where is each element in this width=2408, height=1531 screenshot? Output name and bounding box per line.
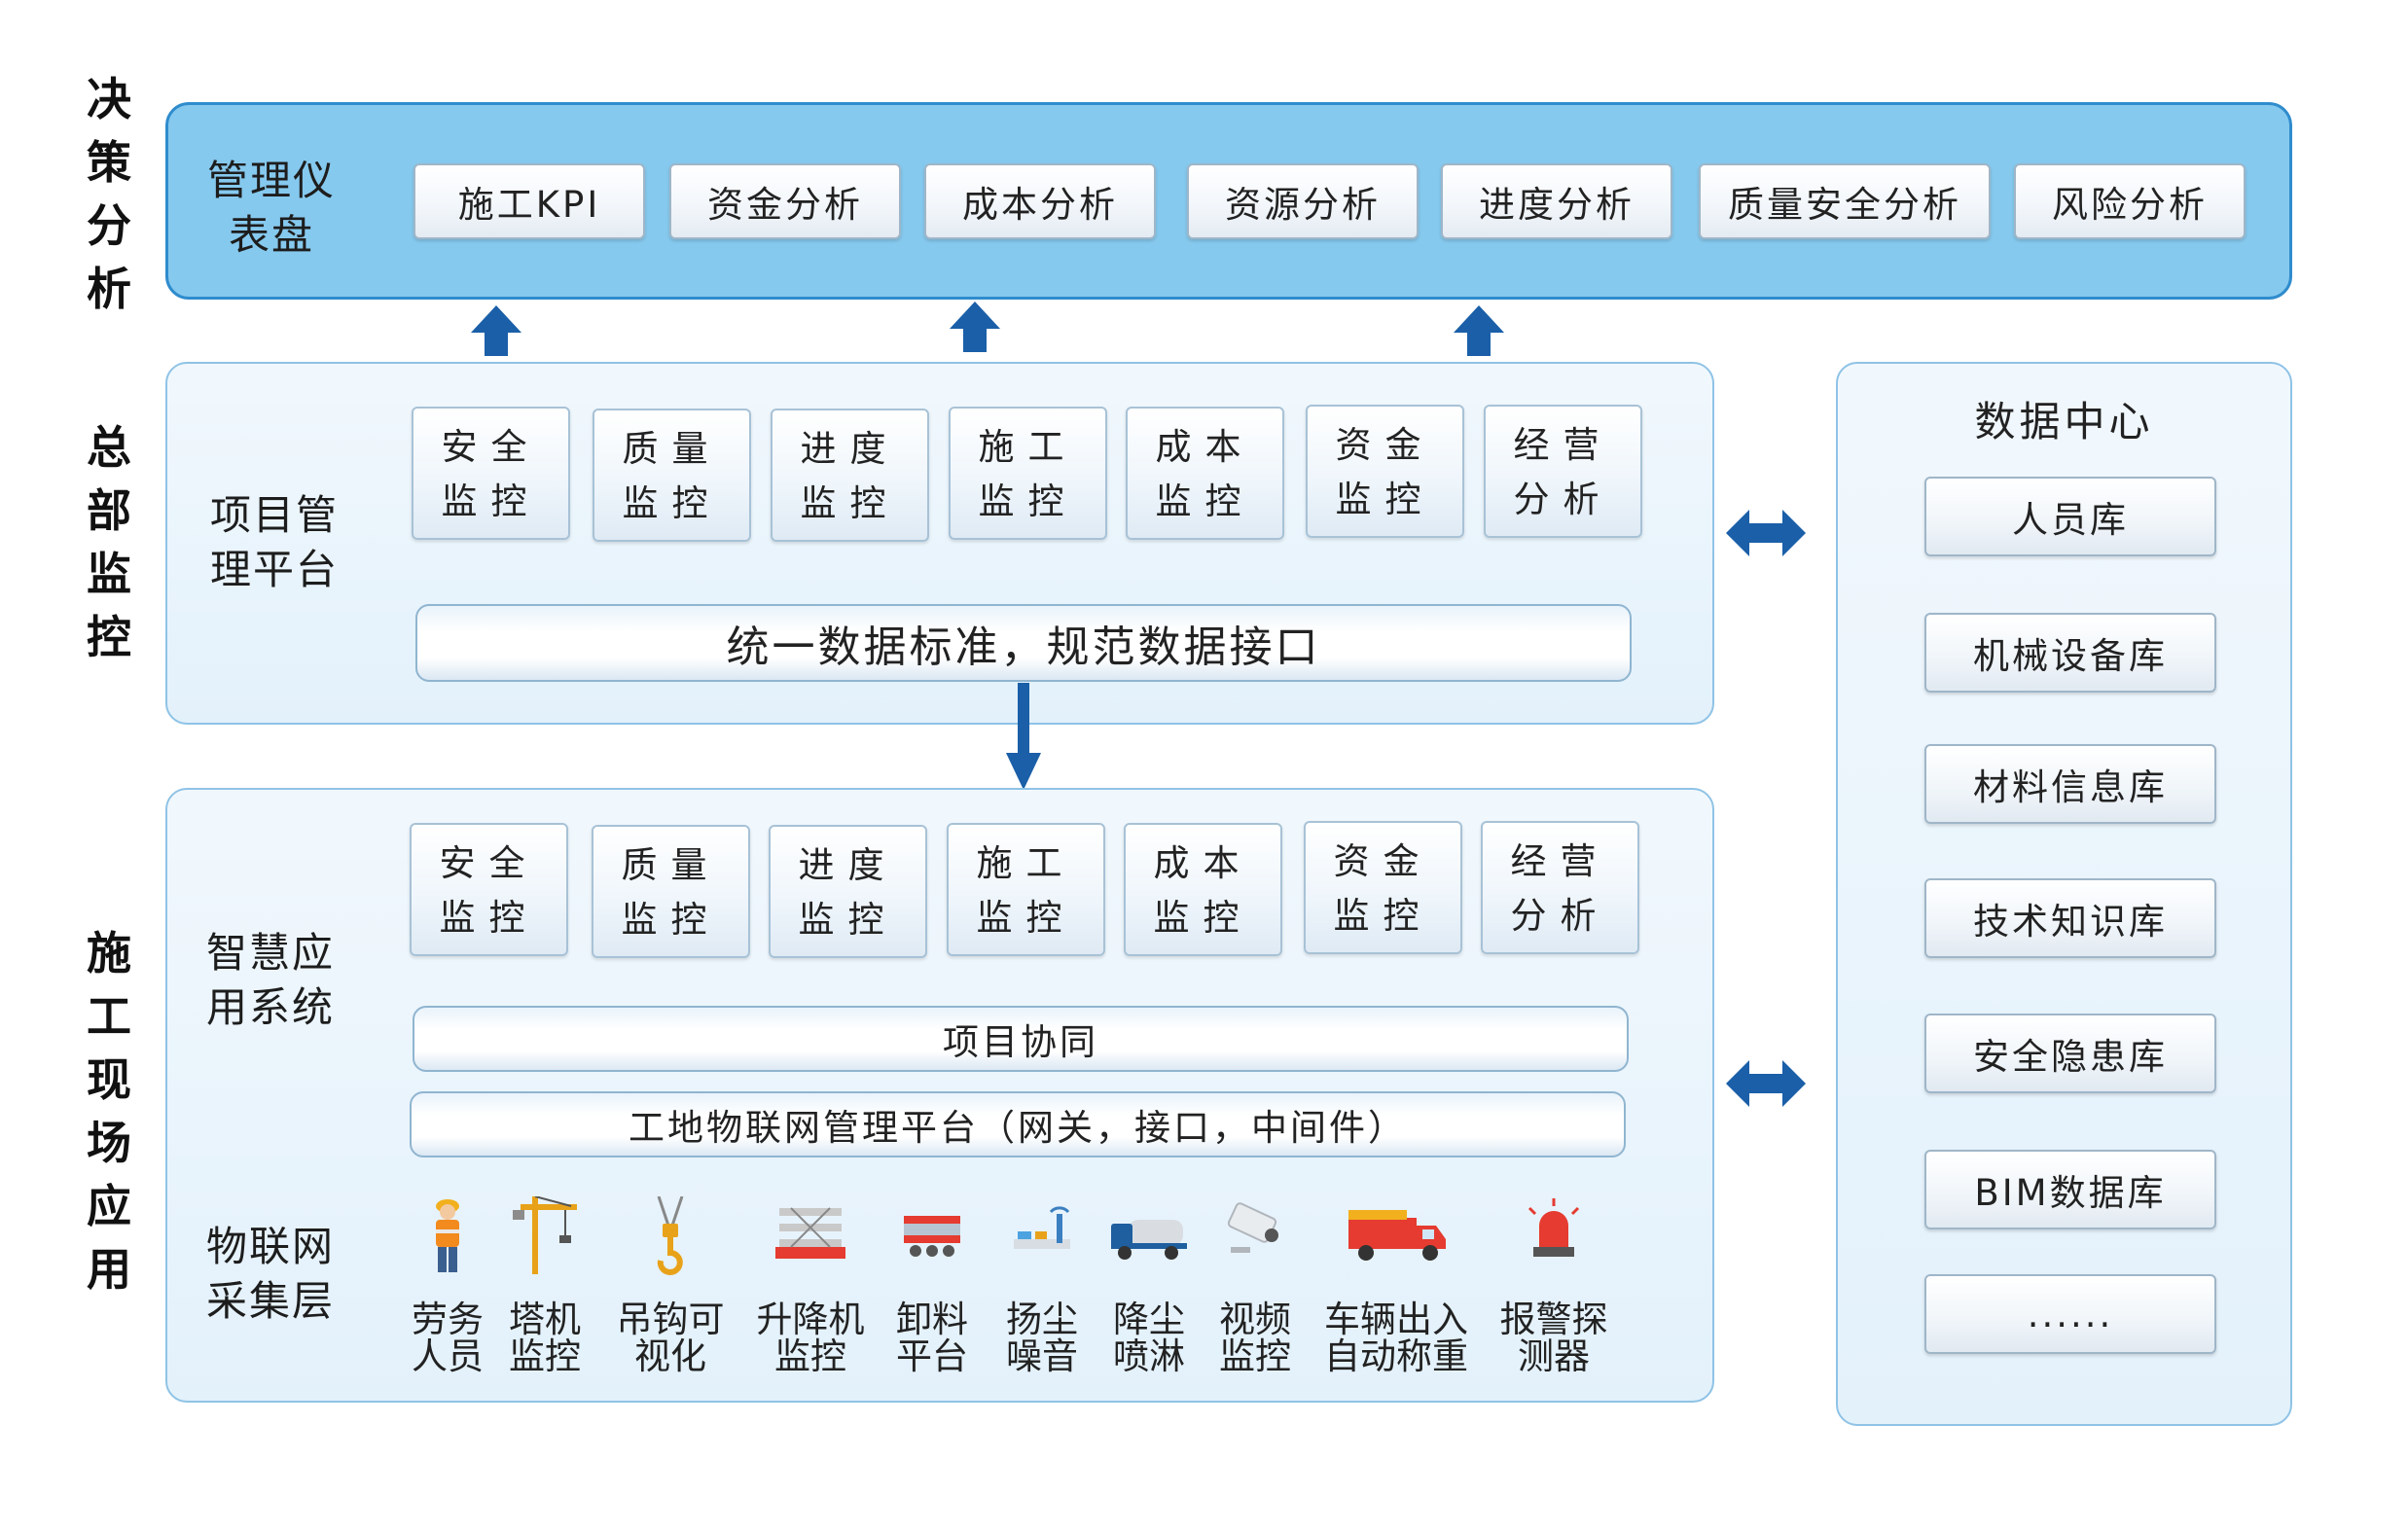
fund-analysis-button[interactable]: 资金分析 [669,163,901,239]
truck-icon [1348,1210,1446,1261]
progress-analysis-button[interactable]: 进度分析 [1441,163,1672,239]
db-materials[interactable]: 材料信息库 [1924,744,2216,824]
iot-item-label: 扬尘 噪音 [1006,1299,1078,1377]
hq-tile-fund[interactable]: 资金 监控 [1306,405,1464,538]
iot-layer-title: 物联网 采集层 [206,1223,336,1325]
iot-item-label: 视频 监控 [1219,1299,1291,1377]
iot-item-label: 车辆出入 自动称重 [1324,1299,1468,1377]
alarm-light-icon [1527,1198,1580,1257]
decision-panel: 管理仪 表盘 施工KPI 资金分析 成本分析 资源分析 进度分析 质量安全分析 … [165,102,2292,300]
site-tile-construction[interactable]: 施工 监控 [947,823,1105,956]
iot-item-dust[interactable]: 扬尘 噪音 [984,1196,1100,1375]
iot-item-label: 卸料 平台 [896,1299,968,1377]
db-safety-hazard[interactable]: 安全隐患库 [1924,1014,2216,1093]
iot-item-label: 吊钩可 视化 [616,1299,725,1377]
site-tile-fund[interactable]: 资金 监控 [1304,821,1462,954]
site-panel: 智慧应 用系统 安全 监控 质量 监控 进度 监控 施工 监控 成本 监控 资金… [165,788,1714,1403]
bidirectional-arrow-icon [1726,510,1806,556]
iot-item-label: 升降机 监控 [756,1299,865,1377]
unloading-platform-icon [904,1216,960,1257]
kpi-button[interactable]: 施工KPI [413,163,645,239]
side-label-decision: 决 策 分 析 [87,73,131,315]
hq-tile-safety[interactable]: 安全 监控 [412,407,570,540]
decision-panel-title: 管理仪 表盘 [207,157,337,259]
tower-crane-icon [513,1196,577,1274]
db-personnel[interactable]: 人员库 [1924,477,2216,556]
iot-item-worker[interactable]: 劳务 人员 [389,1196,506,1375]
iot-item-label: 塔机 监控 [509,1299,581,1377]
db-machinery[interactable]: 机械设备库 [1924,613,2216,693]
iot-platform-bar: 工地物联网管理平台（网关，接口，中间件） [410,1091,1626,1157]
site-tile-safety[interactable]: 安全 监控 [410,823,568,956]
site-tile-quality[interactable]: 质量 监控 [592,825,750,958]
hq-panel: 项目管 理平台 安全 监控 质量 监控 进度 监控 施工 监控 成本 监控 资金… [165,362,1714,725]
project-collab-bar: 项目协同 [413,1006,1629,1072]
side-label-site: 施 工 现 场 应 用 [87,927,131,1296]
up-arrow-icon [471,305,521,356]
site-panel-title: 智慧应 用系统 [206,929,336,1031]
elevator-icon [775,1207,845,1259]
site-tile-business[interactable]: 经营 分析 [1481,821,1639,954]
db-more[interactable]: ...... [1924,1274,2216,1354]
db-bim[interactable]: BIM数据库 [1924,1150,2216,1229]
site-tile-progress[interactable]: 进度 监控 [769,825,927,958]
hq-tile-business[interactable]: 经营 分析 [1484,405,1642,538]
iot-item-hook[interactable]: 吊钩可 视化 [597,1196,743,1375]
crane-hook-icon [657,1196,684,1275]
camera-icon [1227,1202,1278,1253]
dust-noise-sensor-icon [1014,1206,1070,1249]
side-label-hq: 总 部 监 控 [87,421,131,663]
iot-item-unloading[interactable]: 卸料 平台 [874,1196,990,1375]
iot-item-truck[interactable]: 车辆出入 自动称重 [1309,1196,1484,1375]
data-standard-bar: 统一数据标准，规范数据接口 [415,604,1632,682]
hq-panel-title: 项目管 理平台 [210,491,340,593]
db-technical[interactable]: 技术知识库 [1924,878,2216,958]
quality-safety-analysis-button[interactable]: 质量安全分析 [1699,163,1991,239]
hq-tile-quality[interactable]: 质量 监控 [593,409,751,542]
bidirectional-arrow-icon [1726,1060,1806,1107]
site-tile-cost[interactable]: 成本 监控 [1124,823,1282,956]
iot-item-label: 降尘 喷淋 [1113,1299,1185,1377]
iot-item-elevator[interactable]: 升降机 监控 [737,1196,883,1375]
iot-item-spray[interactable]: 降尘 喷淋 [1091,1196,1207,1375]
hq-tile-progress[interactable]: 进度 监控 [771,409,929,542]
iot-item-tower-crane[interactable]: 塔机 监控 [486,1196,603,1375]
risk-analysis-button[interactable]: 风险分析 [2014,163,2246,239]
cost-analysis-button[interactable]: 成本分析 [924,163,1156,239]
up-arrow-icon [1454,305,1504,356]
data-center-title: 数据中心 [1974,398,2154,445]
iot-item-label: 劳务 人员 [412,1299,484,1377]
iot-item-alarm[interactable]: 报警探 测器 [1481,1196,1627,1375]
spray-truck-icon [1111,1220,1187,1260]
iot-item-camera[interactable]: 视频 监控 [1197,1196,1313,1375]
iot-item-label: 报警探 测器 [1499,1299,1608,1377]
hq-tile-construction[interactable]: 施工 监控 [949,407,1107,540]
worker-icon [436,1199,459,1272]
up-arrow-icon [950,302,1000,352]
down-arrow-icon [1006,683,1041,790]
resource-analysis-button[interactable]: 资源分析 [1187,163,1419,239]
hq-tile-cost[interactable]: 成本 监控 [1126,407,1284,540]
